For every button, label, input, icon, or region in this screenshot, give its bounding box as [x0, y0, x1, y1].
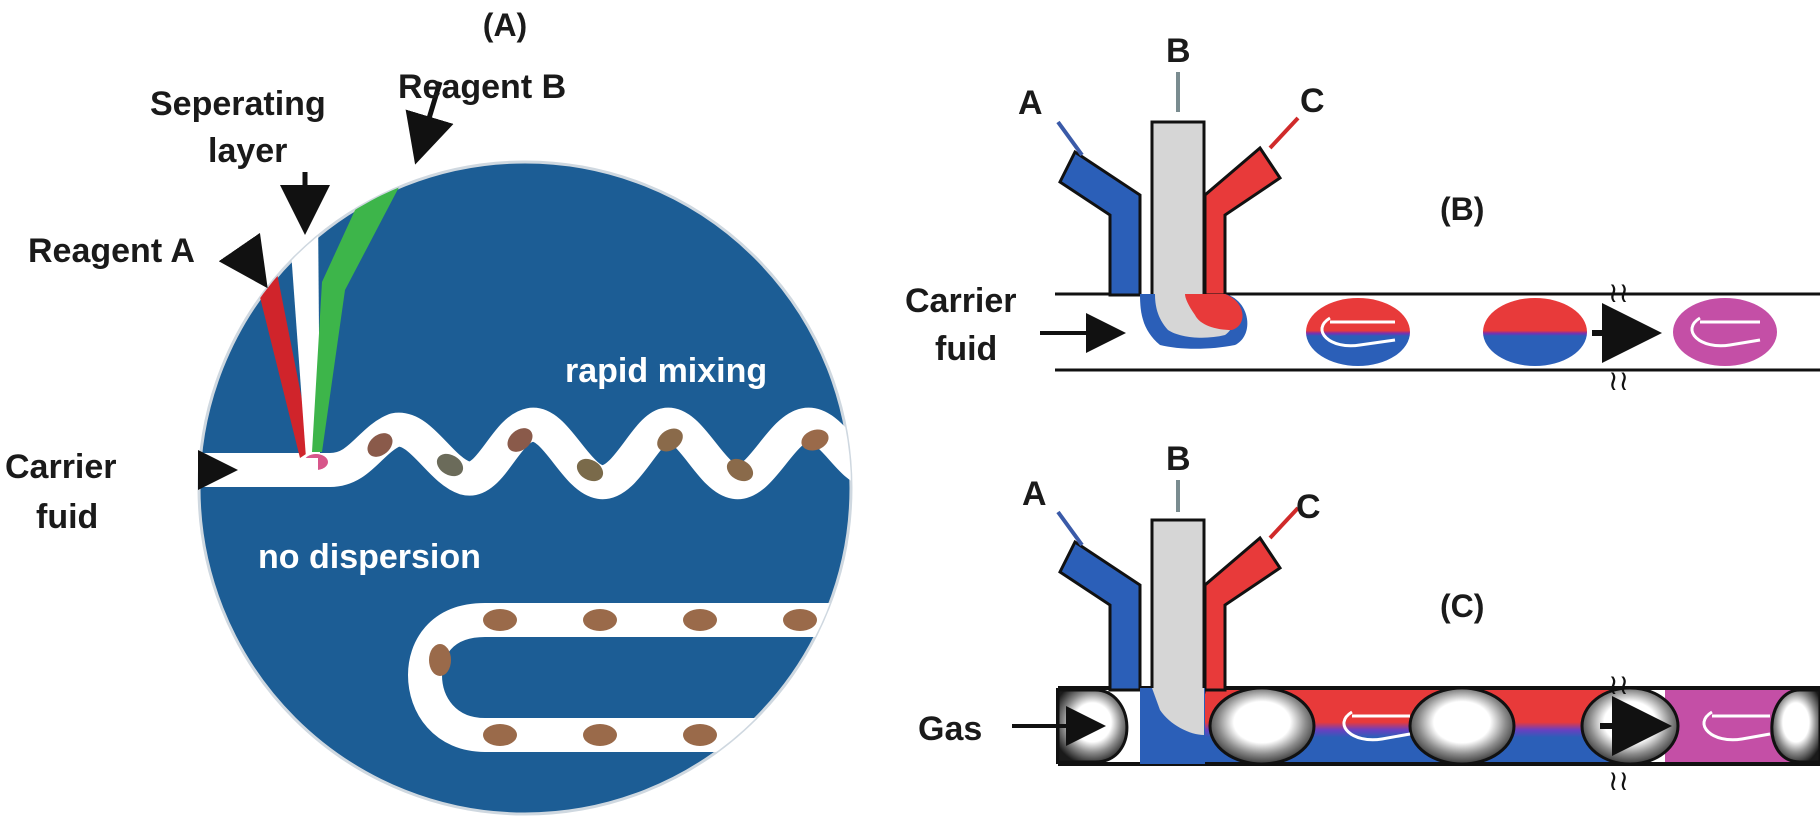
u-channel-plugs: [429, 609, 817, 746]
gas-bubble-1-c: [1208, 686, 1316, 766]
reagent-a-label: Reagent A: [28, 232, 195, 270]
reagent-b-pointer: [405, 81, 454, 165]
inlet-c-arrow-b: [1268, 116, 1300, 150]
recirculation-arrow-1-c: [1342, 710, 1411, 742]
reagent-a-stream: [252, 248, 312, 458]
inlet-c-arm-b: [1203, 145, 1283, 297]
break-mark-top-b: ≀≀: [1608, 277, 1629, 308]
reagent-a-pointer: [218, 232, 268, 289]
inlet-a-label-c: A: [1022, 475, 1047, 513]
inlet-a-arm-c: [1058, 539, 1142, 692]
separating-layer-stream: [288, 210, 320, 458]
reagent-b-label: Reagent B: [398, 68, 566, 106]
inlet-b-arm-c: [1150, 518, 1206, 694]
droplet-1-b: [1306, 298, 1410, 366]
inlet-a-arrow-c: [1056, 510, 1084, 547]
serpentine-channel: [199, 407, 851, 499]
gas-label-c: Gas: [918, 710, 982, 748]
gas-bubble-2-c: [1408, 686, 1516, 766]
panel-b: ≀≀ ≀≀ A B C (B) Carrier fuid: [905, 32, 1820, 396]
separating-layer-label-1: Seperating: [150, 85, 326, 123]
carrier-label-2-b: fuid: [935, 330, 997, 368]
inlet-c-arm-c: [1203, 535, 1283, 692]
inlet-a-arm-b: [1058, 149, 1142, 297]
inlet-b-label-c: B: [1166, 440, 1191, 478]
break-mark-top-c: ≀≀: [1608, 669, 1629, 700]
u-channel: [407, 603, 851, 752]
inlet-a-label-b: A: [1018, 84, 1043, 122]
separating-layer-label-2: layer: [208, 132, 287, 170]
carrier-label-1: Carrier: [5, 448, 117, 486]
inlet-b-label-b: B: [1166, 32, 1191, 70]
break-mark-bottom-b: ≀≀: [1608, 365, 1629, 396]
inlet-c-label-b: C: [1300, 82, 1325, 120]
merged-stream-gray-c: [1152, 688, 1204, 735]
droplet-2-b: [1483, 298, 1587, 366]
droplet-3-b: [1673, 298, 1777, 366]
panel-c: ≀≀ ≀≀ A B C (C) Gas: [918, 440, 1820, 796]
inlet-c-label-c: C: [1296, 488, 1321, 526]
recirculation-arrow-3-b: [1690, 316, 1761, 348]
break-mark-bottom-c: ≀≀: [1608, 765, 1629, 796]
carrier-label-1-b: Carrier: [905, 282, 1017, 320]
inlet-c-arrow-c: [1268, 506, 1300, 540]
carrier-label-2: fuid: [36, 498, 98, 536]
recirculation-arrow-3-c: [1702, 710, 1771, 742]
panel-b-title: (B): [1440, 191, 1484, 227]
panel-a: (A) Seperating layer Reagent B Reagent A…: [5, 7, 853, 816]
panel-c-title: (C): [1440, 588, 1484, 624]
inlet-b-arm-b: [1150, 120, 1206, 300]
gas-bubble-exit-c: [1770, 688, 1820, 764]
inlet-a-arrow-b: [1056, 120, 1084, 157]
rapid-mixing-label: rapid mixing: [565, 352, 767, 390]
recirculation-arrow-1-b: [1320, 316, 1396, 348]
merged-stream-red-b: [1185, 294, 1243, 330]
panel-a-title: (A): [483, 7, 527, 43]
serpentine-plugs: [367, 428, 829, 482]
no-dispersion-label: no dispersion: [258, 538, 481, 576]
